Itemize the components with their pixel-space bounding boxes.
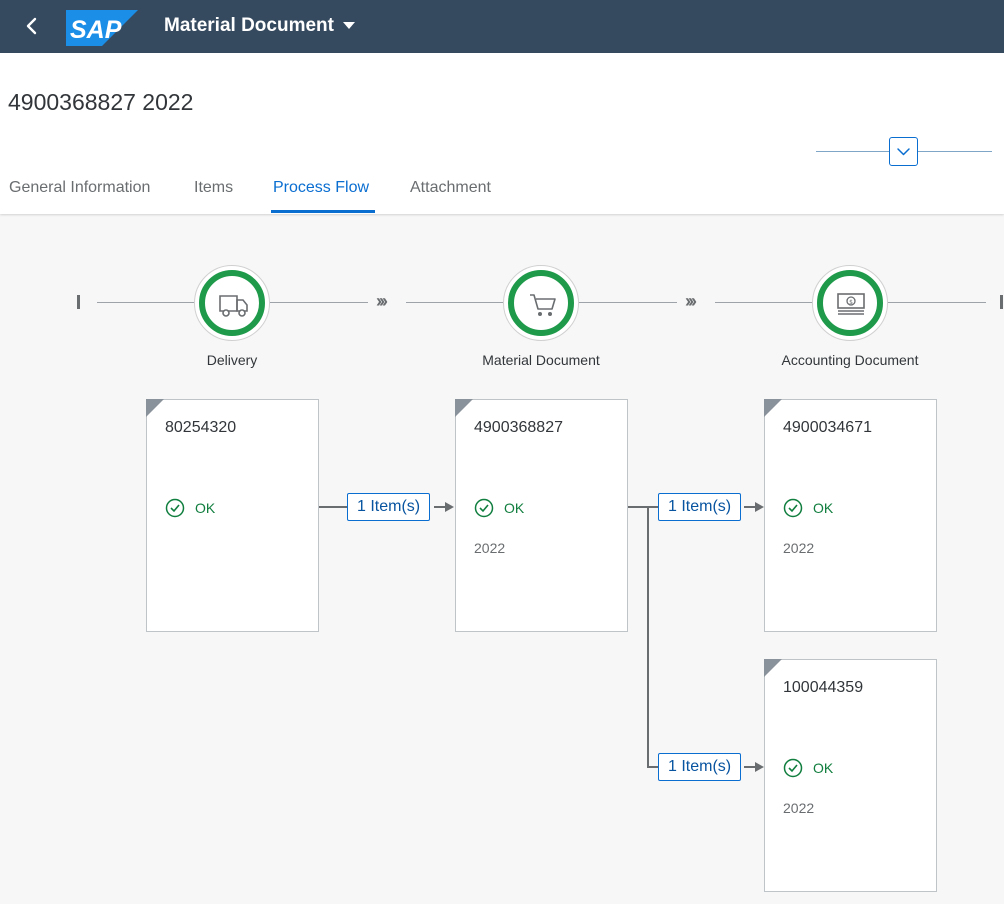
lane-chevrons-icon: ››› (376, 291, 388, 311)
active-tab-indicator (271, 210, 375, 213)
lane-header-material-document[interactable] (503, 265, 579, 341)
connector-line (647, 766, 658, 768)
node-number: 4900034671 (783, 419, 872, 436)
status-text: OK (813, 760, 834, 776)
connection-items-label[interactable]: 1 Item(s) (658, 493, 742, 521)
lane-line (97, 302, 194, 303)
node-year: 2022 (474, 540, 506, 556)
shell-bar: SAP Material Document (0, 0, 1004, 53)
check-circle-icon (783, 758, 803, 778)
process-node-accounting-document-2[interactable]: 100044359 OK 2022 (764, 659, 937, 892)
connector-line (319, 506, 347, 508)
process-node-accounting-document[interactable]: 4900034671 OK 2022 (764, 399, 937, 632)
connector-arrowhead (755, 762, 764, 772)
check-circle-icon (474, 498, 494, 518)
sap-logo[interactable]: SAP (66, 10, 138, 46)
node-number: 4900368827 (474, 419, 563, 436)
lane-label-delivery: Delivery (206, 352, 258, 368)
node-number: 100044359 (783, 679, 864, 696)
tab-items[interactable]: Items (194, 179, 234, 196)
svg-text:SAP: SAP (70, 16, 122, 44)
node-status: OK (474, 498, 524, 518)
page-title: 4900368827 2022 (8, 89, 194, 115)
flow-end-marker (1000, 295, 1003, 309)
lane-header-delivery[interactable] (194, 265, 270, 341)
lane-line (406, 302, 503, 303)
truck-icon (219, 295, 248, 317)
header-divider-left (816, 151, 889, 152)
expand-header-button[interactable] (889, 137, 918, 166)
tab-general-information[interactable]: General Information (9, 179, 151, 196)
connector-branch-line (647, 506, 649, 768)
connector-arrowhead (755, 502, 764, 512)
node-status: OK (783, 498, 833, 518)
status-text: OK (195, 500, 216, 516)
check-circle-icon (165, 498, 185, 518)
node-corner (764, 659, 782, 677)
node-corner (146, 399, 164, 417)
back-button[interactable] (18, 12, 46, 40)
money-bills-icon: $ (837, 293, 865, 315)
connector-arrowhead (445, 502, 454, 512)
connection-items-label[interactable]: 1 Item(s) (658, 753, 742, 781)
app-title-menu[interactable]: Material Document (164, 15, 334, 36)
connector-line (628, 506, 658, 508)
node-year: 2022 (783, 540, 815, 556)
check-circle-icon (783, 498, 803, 518)
lane-line (270, 302, 368, 303)
lane-label-material-document: Material Document (482, 352, 600, 368)
connector-line (744, 766, 755, 768)
lane-line (579, 302, 677, 303)
cart-icon (530, 294, 556, 316)
chevron-down-icon (897, 148, 910, 156)
node-number: 80254320 (165, 419, 237, 436)
header-divider-right (918, 151, 992, 152)
process-node-material-document[interactable]: 4900368827 OK 2022 (455, 399, 628, 632)
node-status: OK (165, 498, 215, 518)
flow-start-marker (77, 295, 80, 309)
node-year: 2022 (783, 800, 815, 816)
connector-line (434, 506, 445, 508)
svg-text:$: $ (849, 299, 853, 306)
tab-process-flow[interactable]: Process Flow (273, 179, 370, 196)
status-text: OK (813, 500, 834, 516)
lane-label-accounting-document: Accounting Document (781, 352, 919, 368)
status-text: OK (504, 500, 525, 516)
node-corner (764, 399, 782, 417)
node-status: OK (783, 758, 833, 778)
connection-items-label[interactable]: 1 Item(s) (347, 493, 431, 521)
lane-chevrons-icon: ››› (685, 291, 697, 311)
connector-line (744, 506, 755, 508)
lane-line (888, 302, 986, 303)
object-header: 4900368827 2022 General Information Item… (0, 53, 1004, 214)
chevron-left-icon (26, 17, 37, 35)
process-node-delivery[interactable]: 80254320 OK (146, 399, 319, 632)
caret-down-icon[interactable] (343, 22, 355, 29)
node-corner (455, 399, 473, 417)
lane-line (715, 302, 812, 303)
tab-attachment[interactable]: Attachment (410, 179, 491, 196)
lane-header-accounting-document[interactable]: $ (812, 265, 888, 341)
